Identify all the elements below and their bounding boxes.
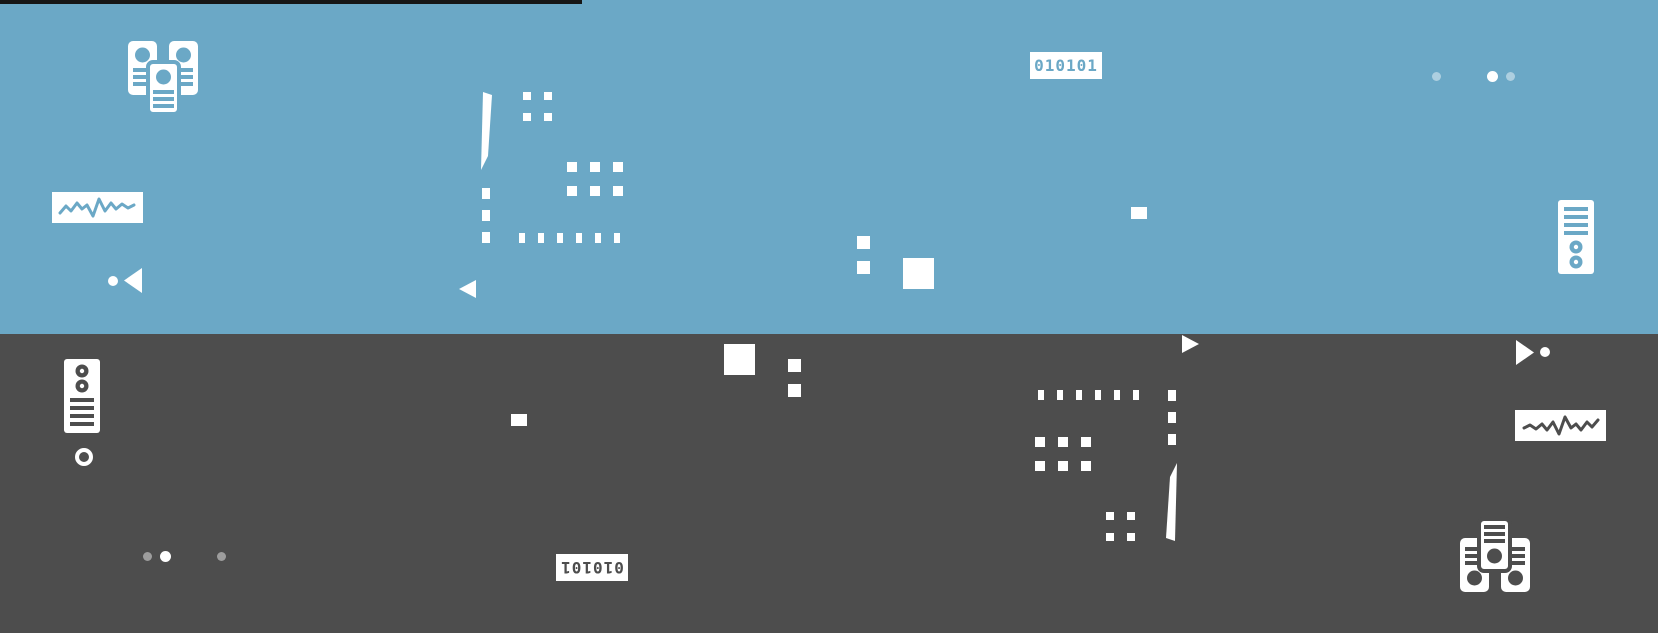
pixel-square [788,359,801,372]
pixel-square [567,186,577,196]
pixel-square [576,233,582,243]
pixel-square [1168,412,1176,423]
top-edge-bar [0,0,582,4]
pixel-square [511,414,527,426]
pixel-square [544,113,552,121]
pixel-square [519,233,525,243]
pixel-square [1057,390,1063,400]
waveform-icon [1522,415,1600,436]
pixel-square [1035,461,1045,471]
pixel-square [590,186,600,196]
pixel-square [788,384,801,397]
pixel-square [482,210,490,221]
binary-chip: 010101 [1030,52,1102,79]
pixel-square-large [903,258,934,289]
dot [1540,347,1550,357]
bottom-half: 010101 [0,334,1658,633]
pixel-square [857,261,870,274]
pixel-square [1081,461,1091,471]
pixel-square [538,233,544,243]
ring-icon [75,448,93,466]
server-tower-icon [1558,200,1594,274]
pixel-square [1106,533,1114,541]
pixel-square [1058,437,1068,447]
triangle-left-icon [1182,335,1199,353]
pixel-square [482,232,490,243]
pixel-square [544,92,552,100]
pixel-square [1168,390,1176,401]
waveform-chip-icon [52,192,143,223]
pixel-square [613,186,623,196]
triangle-left-icon [459,280,476,298]
dot [1506,72,1515,81]
pixel-square [1106,512,1114,520]
pixel-square [1127,512,1135,520]
pixel-square [523,113,531,121]
pixel-square [1168,434,1176,445]
waveform-chip-icon [1515,410,1606,441]
taper-stroke-icon [481,92,493,170]
pixel-square [1035,437,1045,447]
icon-layer-rotated: 010101 [0,334,1658,633]
dot [108,276,118,286]
pixel-square [857,236,870,249]
pixel-square [590,162,600,172]
top-half: 010101 [0,0,1658,334]
pixel-square [1095,390,1101,400]
binary-chip-label: 010101 [1034,56,1098,75]
dot [1487,71,1498,82]
dot [160,551,171,562]
pixel-square-large [724,344,755,375]
dot [217,552,226,561]
pixel-square [1081,437,1091,447]
taper-stroke-icon [1165,463,1177,541]
server-tower-icon [64,359,100,433]
pixel-square [1133,390,1139,400]
dot [143,552,152,561]
pixel-square [614,233,620,243]
pixel-square [1131,207,1147,219]
binary-chip-label: 010101 [560,558,624,577]
pixel-square [567,162,577,172]
waveform-icon [58,197,136,218]
server-cluster-icon [1452,517,1536,595]
server-cluster-icon [122,38,206,116]
triangle-left-icon [1516,340,1534,365]
pixel-square [1058,461,1068,471]
pixel-square [595,233,601,243]
pixel-square [482,188,490,199]
pixel-square [523,92,531,100]
pixel-square [1114,390,1120,400]
triangle-left-icon [124,268,142,293]
pixel-square [613,162,623,172]
pixel-square [557,233,563,243]
pixel-square [1038,390,1044,400]
pixel-square [1076,390,1082,400]
icon-layer: 010101 [0,0,1658,299]
binary-chip: 010101 [556,554,628,581]
dot [1432,72,1441,81]
pixel-square [1127,533,1135,541]
